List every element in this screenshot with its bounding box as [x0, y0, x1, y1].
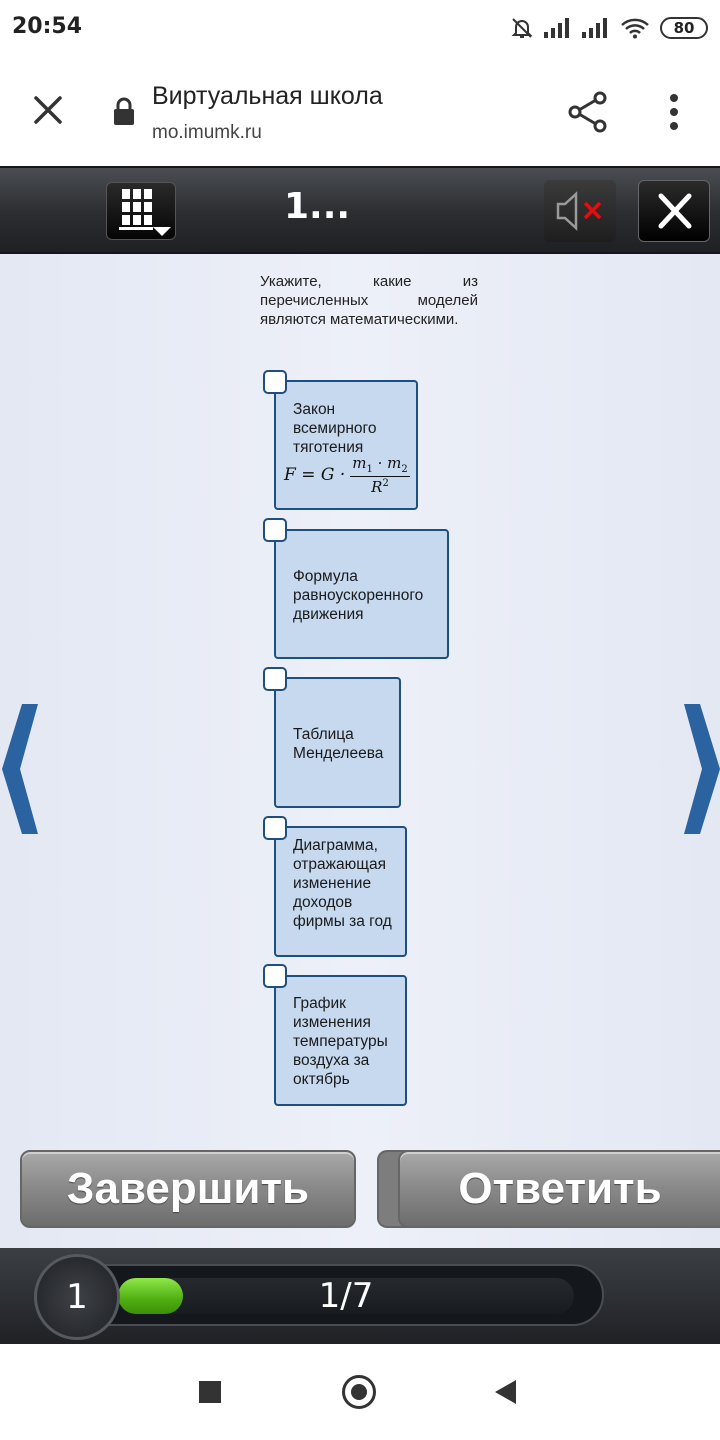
previous-task-arrow-icon[interactable] — [0, 704, 42, 834]
option-card[interactable]: Таблица Менделеева — [274, 677, 401, 808]
task-grid-button[interactable] — [106, 182, 176, 240]
progress-bar: 1/7 — [118, 1278, 574, 1314]
lesson-toolbar: 1... — [0, 166, 720, 254]
progress-track: 1/7 — [76, 1264, 604, 1326]
option-checkbox[interactable] — [263, 518, 287, 542]
option-label: Закон всемирного тяготения — [293, 401, 377, 456]
progress-panel: 1/7 1 — [0, 1248, 720, 1344]
finish-button[interactable]: Завершить — [20, 1150, 356, 1228]
current-question-number: 1 — [34, 1254, 120, 1340]
lesson-title: 1... — [284, 186, 351, 227]
more-vert-icon[interactable] — [660, 90, 688, 134]
option-card[interactable]: Закон всемирного тяготения F = G · m1 · … — [274, 380, 418, 510]
sound-muted-icon — [556, 191, 602, 231]
next-task-arrow-icon[interactable] — [680, 704, 720, 834]
sound-toggle-button[interactable] — [544, 180, 616, 242]
option-card[interactable]: График изменения температуры воздуха за … — [274, 975, 407, 1106]
option-label: Таблица Менделеева — [293, 726, 384, 762]
option-label: Диаграмма, отражающая изменение доходов … — [293, 837, 392, 930]
status-icons: 80 — [510, 14, 708, 42]
progress-fill — [118, 1278, 184, 1314]
signal-icon — [544, 18, 569, 38]
option-checkbox[interactable] — [263, 370, 287, 394]
option-card[interactable]: Формула равноускоренного движения — [274, 529, 449, 659]
site-title: Виртуальная школа — [152, 82, 383, 110]
status-bar: 20:54 — [0, 0, 720, 56]
option-card[interactable]: Диаграмма, отражающая изменение доходов … — [274, 826, 407, 957]
task-grid-icon — [119, 189, 171, 236]
signal-icon-2 — [582, 18, 607, 38]
formula-fraction: m1 · m2 R2 — [350, 454, 410, 496]
close-icon[interactable] — [28, 90, 68, 130]
question-text: Укажите, какие из перечисленных моделей … — [260, 273, 478, 328]
system-nav-bar — [0, 1344, 720, 1440]
exit-button[interactable] — [638, 180, 710, 242]
home-icon[interactable] — [342, 1375, 376, 1409]
back-icon[interactable] — [494, 1379, 518, 1405]
battery-icon: 80 — [660, 17, 708, 39]
task-area: Укажите, какие из перечисленных моделей … — [0, 254, 720, 1248]
lock-icon — [114, 97, 134, 125]
progress-counter: 1/7 — [318, 1276, 374, 1316]
option-label: График изменения температуры воздуха за … — [293, 995, 388, 1088]
site-url: mo.imumk.ru — [152, 122, 262, 143]
option-formula: F = G · m1 · m2 R2 — [284, 454, 410, 496]
option-checkbox[interactable] — [263, 816, 287, 840]
browser-bar: Виртуальная школа mo.imumk.ru — [0, 56, 720, 166]
option-label: Формула равноускоренного движения — [293, 568, 424, 623]
close-icon — [658, 193, 692, 229]
recents-icon[interactable] — [199, 1381, 221, 1403]
bell-muted-icon — [511, 18, 533, 38]
option-checkbox[interactable] — [263, 964, 287, 988]
wifi-icon — [621, 18, 649, 39]
option-checkbox[interactable] — [263, 667, 287, 691]
share-icon[interactable] — [566, 90, 610, 134]
answer-button[interactable]: Ответить — [398, 1150, 720, 1228]
status-time: 20:54 — [12, 14, 83, 39]
